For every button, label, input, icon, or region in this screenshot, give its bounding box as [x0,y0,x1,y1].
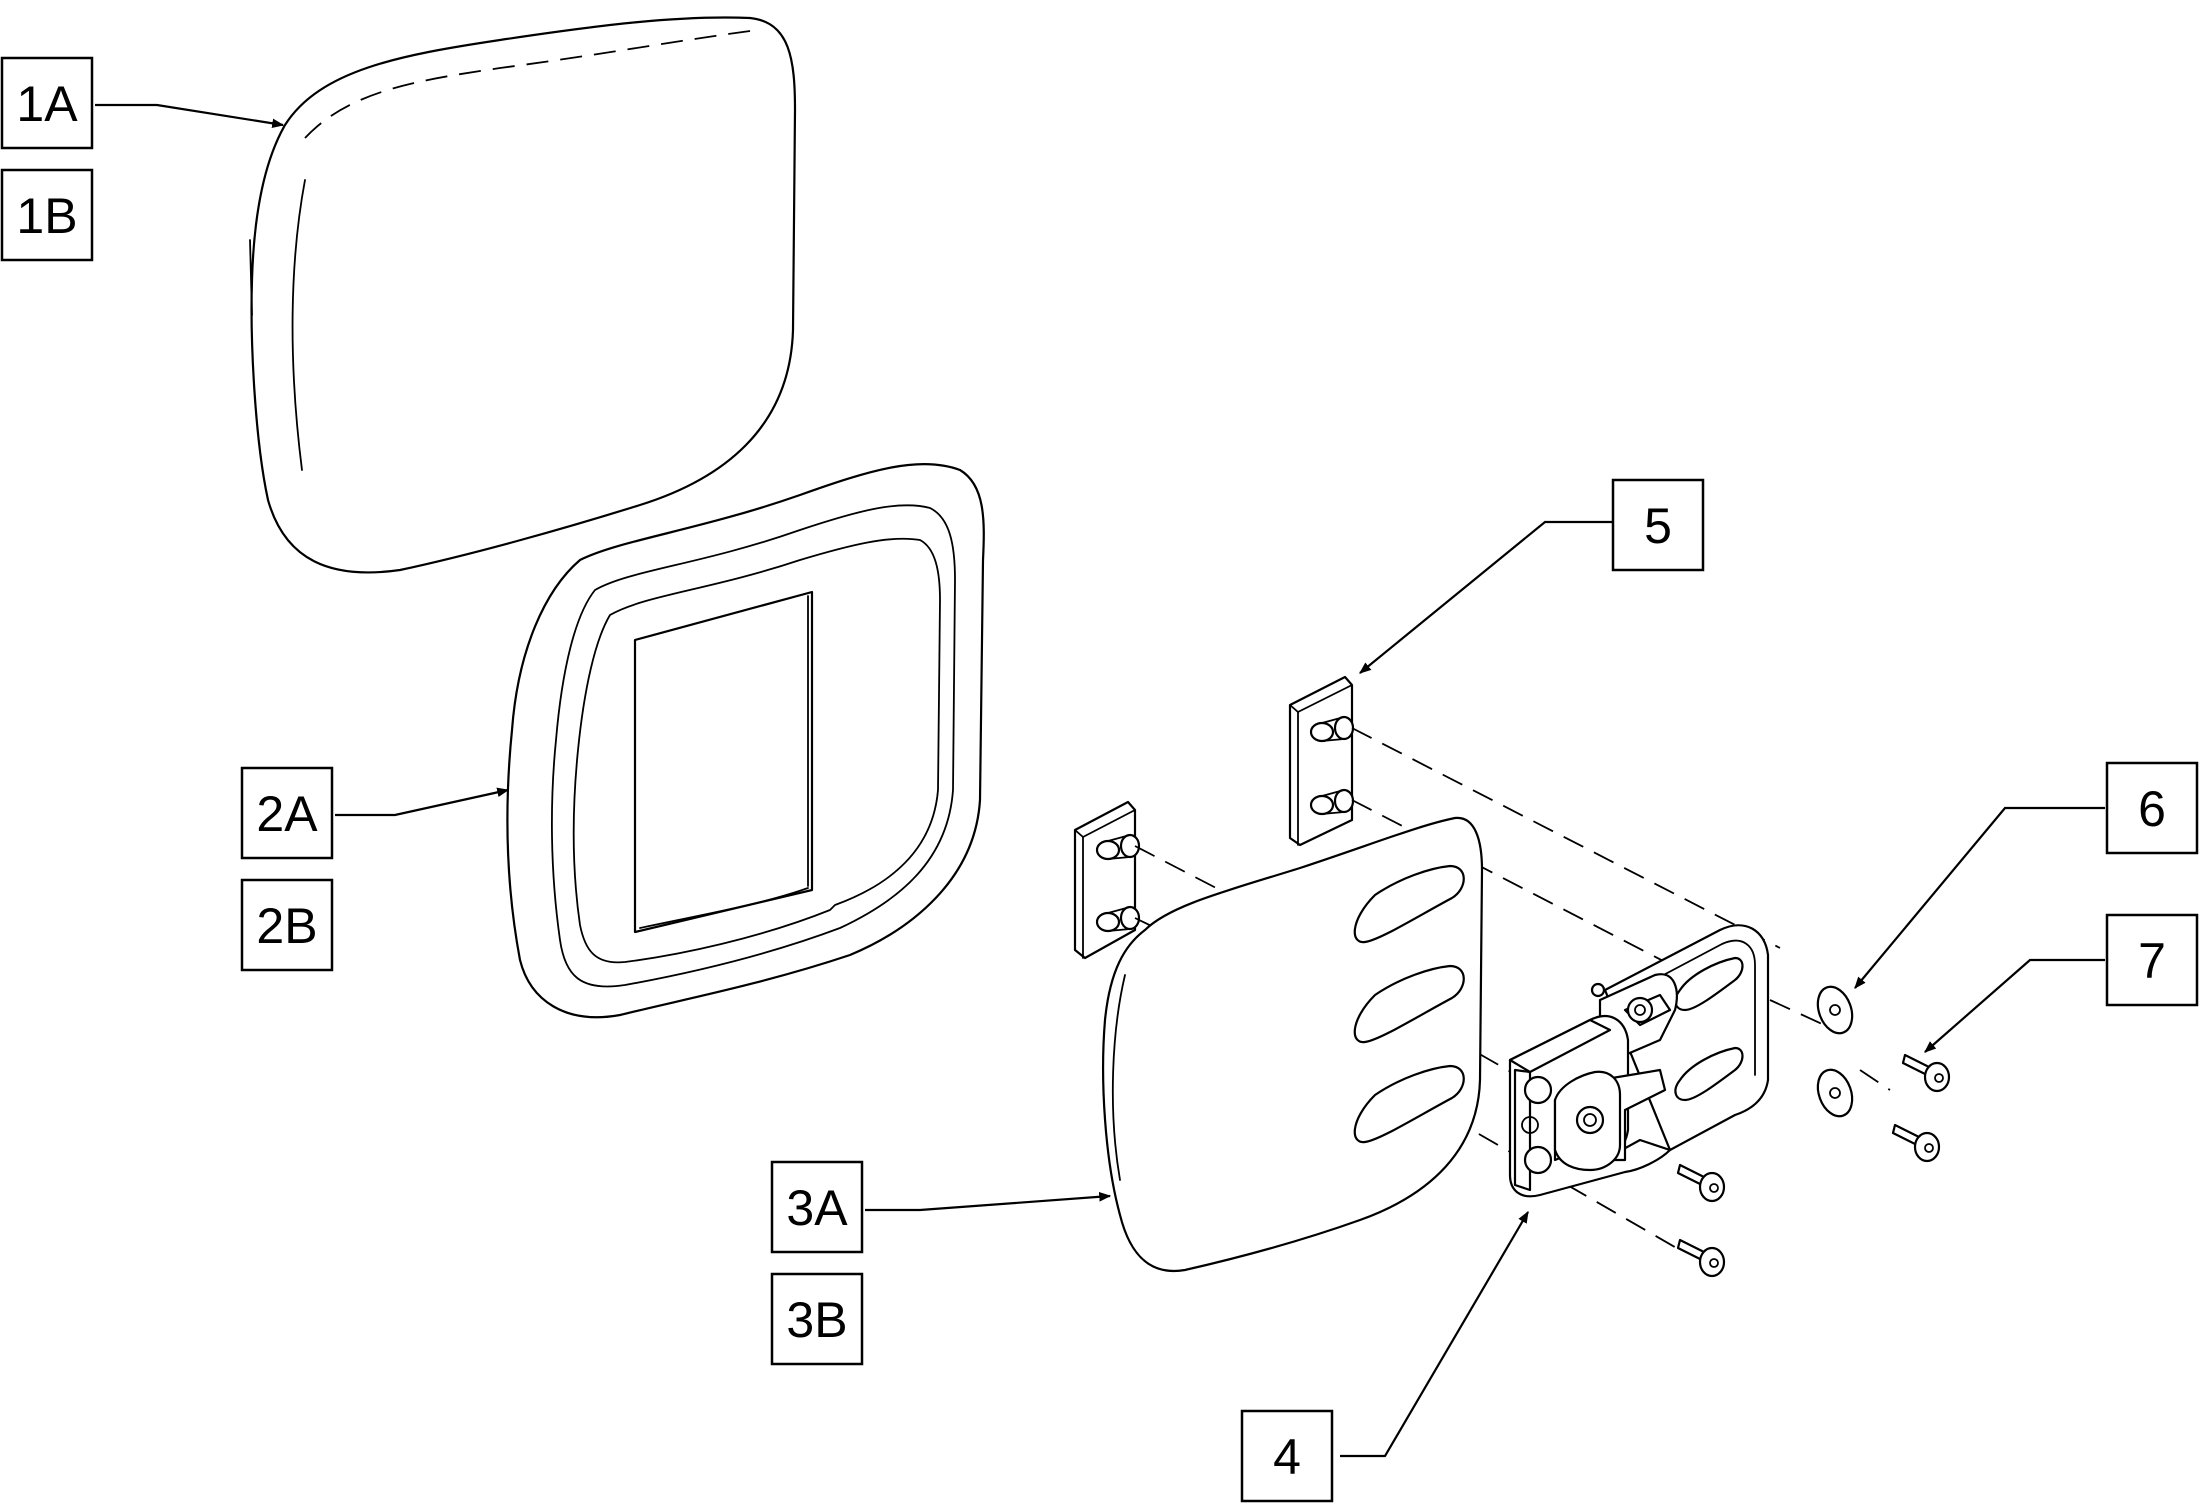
callout-1a-label: 1A [16,76,78,132]
callout-1b: 1B [0,168,94,262]
callout-4-label: 4 [1273,1429,1301,1485]
part-6-washers [1816,985,1854,1118]
callout-5-label: 5 [1644,498,1672,554]
part-5-mounting-plate-upper [1288,675,1355,847]
callout-7: 7 [2105,913,2199,1007]
part-1-cushion-cover [249,16,797,574]
leader-lines [95,103,2105,1458]
callout-3b: 3B [770,1272,864,1366]
callout-3a-label: 3A [786,1180,848,1236]
callout-3a: 3A [770,1160,864,1254]
part-2-cushion-foam [506,462,985,1019]
part-7-screws [1676,1053,1951,1278]
callout-1b-label: 1B [16,188,77,244]
callout-1a: 1A [0,56,94,150]
callout-2b-label: 2B [256,898,317,954]
callout-5: 5 [1611,478,1705,572]
callout-2a-label: 2A [256,786,318,842]
part-5-mounting-plate-lower [1073,800,1141,960]
callout-4: 4 [1240,1409,1334,1503]
part-3-side-pad [1102,816,1484,1273]
callout-6: 6 [2105,761,2199,855]
callout-6-label: 6 [2138,781,2166,837]
callout-2a: 2A [240,766,334,860]
callout-3b-label: 3B [786,1292,847,1348]
callout-7-label: 7 [2138,933,2166,989]
callout-2b: 2B [240,878,334,972]
part-4-hinge-bracket [1508,924,1770,1198]
